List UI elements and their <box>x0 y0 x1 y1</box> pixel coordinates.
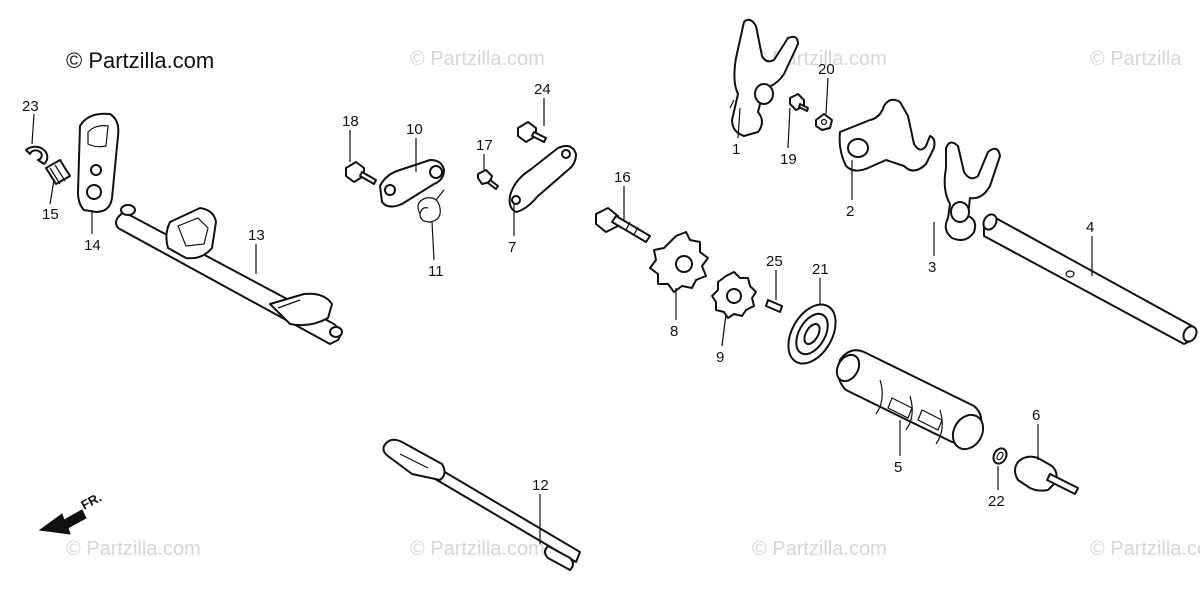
part-21-bearing <box>787 303 837 365</box>
callout-12: 12 <box>532 477 549 494</box>
watermark: © Partzilla <box>1090 48 1182 70</box>
part-16-bolt <box>595 207 651 243</box>
part-11-spring <box>417 189 445 223</box>
part-10-stopper-arm <box>379 159 445 208</box>
callout-9: 9 <box>716 349 724 366</box>
callout-3: 3 <box>928 259 936 276</box>
callout-22: 22 <box>988 493 1005 510</box>
watermark: © Partzilla.com <box>410 48 545 70</box>
front-label: FR. <box>78 490 104 513</box>
part-23-clip <box>25 145 49 165</box>
callout-24: 24 <box>534 81 551 98</box>
callout-17: 17 <box>476 137 493 154</box>
callout-25: 25 <box>766 253 783 270</box>
part-5-shift-drum <box>835 349 985 451</box>
callout-14: 14 <box>84 237 101 254</box>
callout-7: 7 <box>508 239 516 256</box>
part-9-pin-plate <box>711 271 757 319</box>
callout-16: 16 <box>614 169 631 186</box>
part-6-guide-pin <box>1014 455 1079 495</box>
part-17-bolt <box>477 169 499 190</box>
part-13-shift-spindle <box>115 204 343 345</box>
part-25-pin <box>765 299 783 313</box>
callout-8: 8 <box>670 323 678 340</box>
callout-11: 11 <box>428 263 444 280</box>
watermark: © Partzilla.com <box>410 538 545 560</box>
part-3-shift-fork <box>943 141 1001 241</box>
part-18-bolt <box>345 161 377 185</box>
callout-23: 23 <box>22 98 39 115</box>
front-direction-arrow: FR. <box>38 490 104 535</box>
callout-19: 19 <box>780 151 797 168</box>
part-20-washer <box>815 113 833 131</box>
part-24-bolt <box>517 121 547 143</box>
callout-1: 1 <box>732 141 740 158</box>
watermark: © Partzilla.com <box>752 538 887 560</box>
callout-13: 13 <box>248 227 265 244</box>
part-22-washer <box>992 447 1008 465</box>
callout-labels: 23 15 14 13 18 10 11 17 24 7 16 8 9 25 2… <box>22 61 1094 510</box>
callout-6: 6 <box>1032 407 1040 424</box>
part-4-fork-shaft <box>982 213 1198 345</box>
part-7-plate <box>508 145 577 213</box>
callout-15: 15 <box>42 206 59 223</box>
callout-20: 20 <box>818 61 835 78</box>
watermark: © Partzilla.com <box>66 538 201 560</box>
part-15-collar <box>45 159 71 185</box>
leader-lines <box>31 77 1093 544</box>
callout-2: 2 <box>846 203 854 220</box>
part-1-shift-fork <box>729 18 799 137</box>
watermark: © Partzilla.com <box>1090 538 1200 560</box>
callout-10: 10 <box>406 121 423 138</box>
callout-18: 18 <box>342 113 359 130</box>
part-2-shift-fork <box>838 98 936 172</box>
part-12-shift-shaft <box>382 438 581 571</box>
part-14-plate <box>77 112 120 213</box>
copyright-notice: © Partzilla.com <box>66 48 215 73</box>
callout-5: 5 <box>894 459 902 476</box>
callout-4: 4 <box>1086 219 1094 236</box>
part-19-bolt <box>789 93 809 112</box>
part-8-shift-drum-center <box>649 231 709 293</box>
callout-21: 21 <box>812 261 829 278</box>
